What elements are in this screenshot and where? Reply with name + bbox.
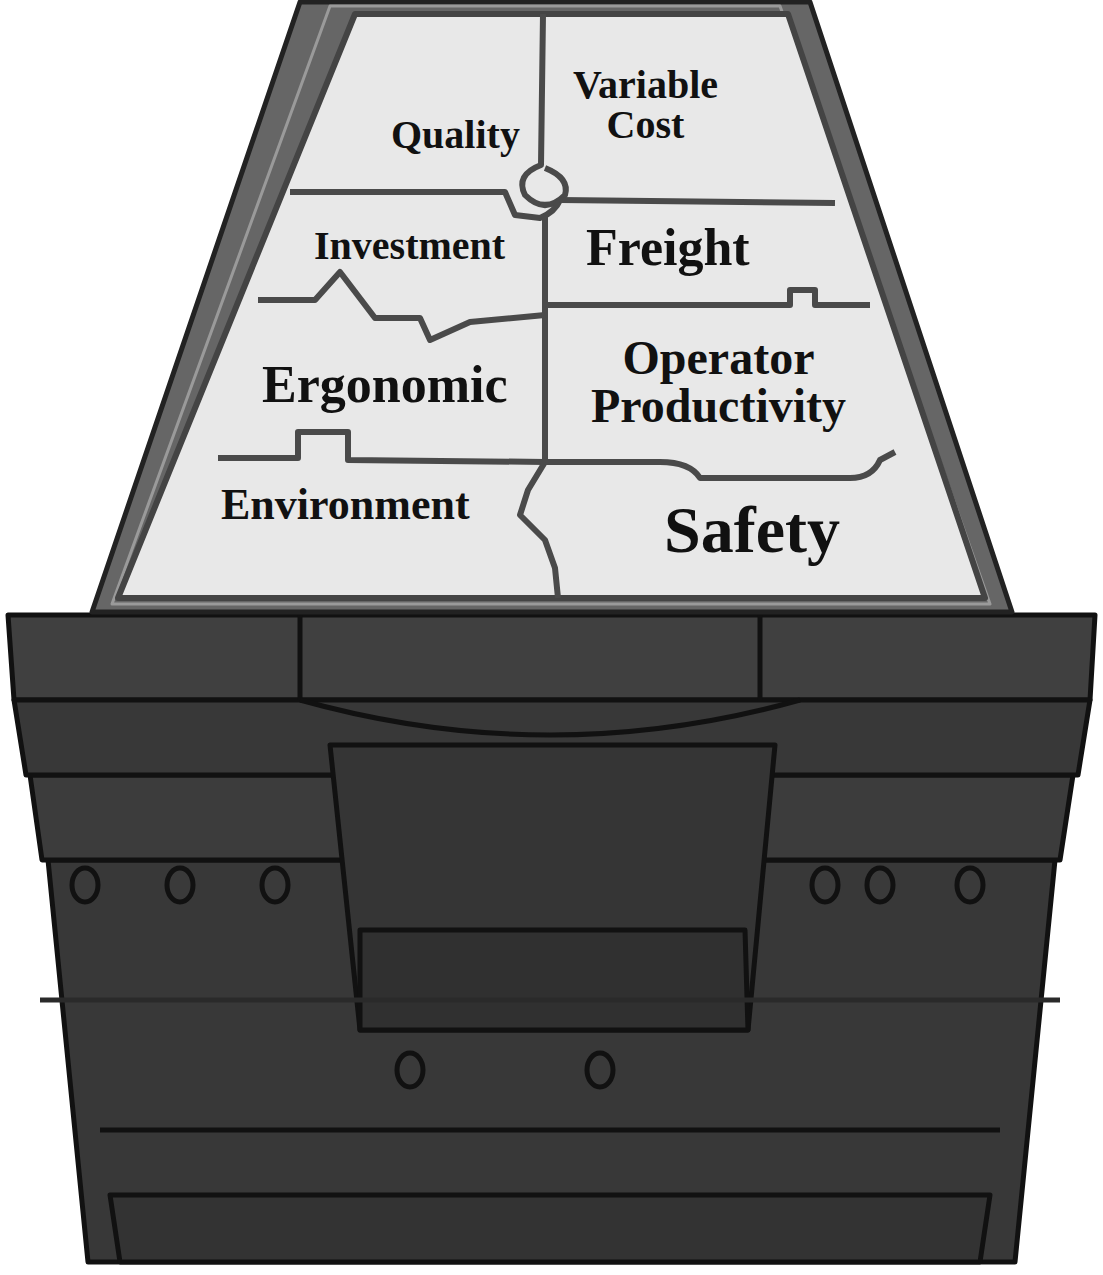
region-label: Quality <box>391 115 520 155</box>
lid <box>92 2 1012 612</box>
lid-region: Environment <box>221 483 470 527</box>
bin-body <box>8 615 1095 1262</box>
lid-region: Safety <box>664 497 840 563</box>
region-label: Ergonomic <box>262 359 508 411</box>
region-label: Freight <box>586 222 750 274</box>
region-borders <box>218 14 895 598</box>
region-label: Operator Productivity <box>566 334 871 430</box>
bin-holes <box>72 868 983 1087</box>
lid-region: Operator Productivity <box>566 334 871 430</box>
region-label: Environment <box>221 483 470 527</box>
lid-region: Variable Cost <box>558 65 733 145</box>
region-label: Variable Cost <box>558 65 733 145</box>
lid-region: Quality <box>391 115 520 155</box>
region-label: Investment <box>314 226 505 266</box>
lid-region: Freight <box>586 222 750 274</box>
lid-region: Ergonomic <box>262 359 508 411</box>
region-label: Safety <box>664 497 840 563</box>
lid-region: Investment <box>314 226 505 266</box>
